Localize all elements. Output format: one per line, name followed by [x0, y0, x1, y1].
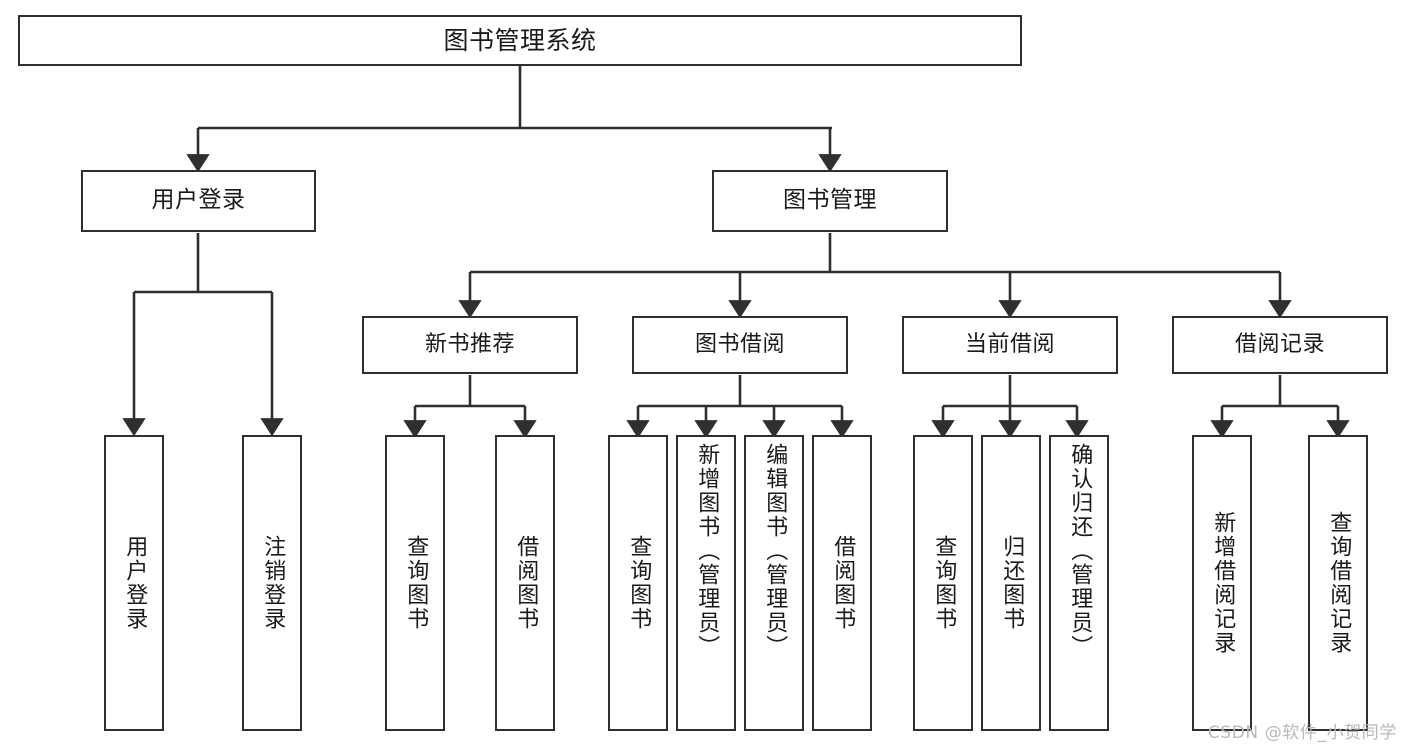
- node-current-borrow[interactable]: 当前借阅: [902, 316, 1118, 374]
- leaf-current-borrow-return-label: 归还图书: [999, 535, 1025, 631]
- node-book-management[interactable]: 图书管理: [712, 170, 948, 232]
- leaf-book-borrow-add-label: 新增图书（管理员）: [694, 443, 720, 659]
- csdn-watermark: CSDN @软件_小贺同学: [1207, 723, 1397, 743]
- node-book-management-label: 图书管理: [783, 187, 877, 214]
- leaf-user-login-signout[interactable]: 注销登录: [242, 435, 302, 731]
- leaf-current-borrow-confirm-return[interactable]: 确认归还（管理员）: [1049, 435, 1109, 731]
- node-user-login-label: 用户登录: [151, 187, 246, 214]
- leaf-book-borrow-borrow[interactable]: 借阅图书: [812, 435, 872, 731]
- leaf-current-borrow-query-label: 查询图书: [931, 535, 957, 631]
- leaf-new-book-borrow-label: 借阅图书: [513, 535, 539, 631]
- leaf-new-book-borrow[interactable]: 借阅图书: [495, 435, 555, 731]
- leaf-book-borrow-query-label: 查询图书: [626, 535, 652, 631]
- node-book-borrow-label: 图书借阅: [694, 332, 785, 358]
- leaf-book-borrow-edit[interactable]: 编辑图书（管理员）: [744, 435, 804, 731]
- leaf-book-borrow-borrow-label: 借阅图书: [830, 535, 856, 631]
- leaf-book-borrow-edit-label: 编辑图书（管理员）: [762, 443, 788, 659]
- leaf-user-login-signin[interactable]: 用户登录: [104, 435, 164, 731]
- node-book-borrow[interactable]: 图书借阅: [632, 316, 848, 374]
- leaf-borrow-record-add[interactable]: 新增借阅记录: [1192, 435, 1252, 731]
- node-new-book-recommend-label: 新书推荐: [424, 332, 515, 358]
- leaf-current-borrow-return[interactable]: 归还图书: [981, 435, 1041, 731]
- leaf-borrow-record-query-label: 查询借阅记录: [1326, 511, 1352, 655]
- node-user-login[interactable]: 用户登录: [81, 170, 316, 232]
- node-current-borrow-label: 当前借阅: [964, 332, 1055, 358]
- node-root-system-label: 图书管理系统: [443, 25, 597, 55]
- leaf-borrow-record-add-label: 新增借阅记录: [1210, 511, 1236, 655]
- leaf-book-borrow-query[interactable]: 查询图书: [608, 435, 668, 731]
- node-borrow-record-label: 借阅记录: [1234, 332, 1325, 358]
- leaf-borrow-record-query[interactable]: 查询借阅记录: [1308, 435, 1368, 731]
- node-root-system[interactable]: 图书管理系统: [18, 15, 1022, 66]
- node-new-book-recommend[interactable]: 新书推荐: [362, 316, 578, 374]
- leaf-current-borrow-query[interactable]: 查询图书: [913, 435, 973, 731]
- leaf-user-login-signout-label: 注销登录: [260, 535, 286, 631]
- leaf-current-borrow-confirm-return-label: 确认归还（管理员）: [1067, 443, 1093, 659]
- leaf-book-borrow-add[interactable]: 新增图书（管理员）: [676, 435, 736, 731]
- leaf-new-book-query-label: 查询图书: [403, 535, 429, 631]
- leaf-new-book-query[interactable]: 查询图书: [385, 435, 445, 731]
- leaf-user-login-signin-label: 用户登录: [122, 535, 148, 631]
- node-borrow-record[interactable]: 借阅记录: [1172, 316, 1388, 374]
